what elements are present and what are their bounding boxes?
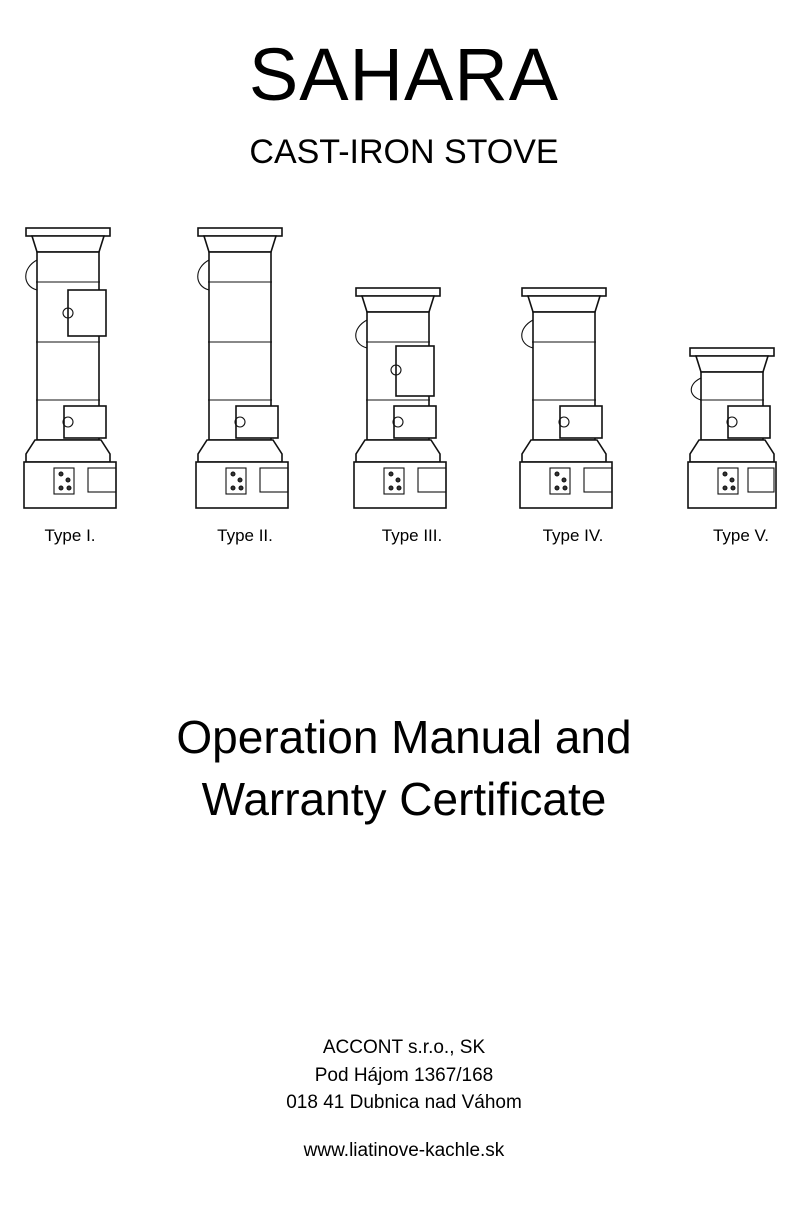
company-website-link[interactable]: www.liatinove-kachle.sk — [303, 1140, 505, 1161]
manual-heading-line-1: Operation Manual and — [176, 711, 632, 763]
manual-heading-line-2: Warranty Certificate — [201, 773, 607, 825]
stove-type-2-drawing — [195, 227, 289, 509]
document-subtitle: CAST-IRON STOVE — [249, 133, 559, 171]
stove-label-type-4: Type IV. — [542, 526, 604, 545]
stove-label-type-3: Type III. — [381, 526, 443, 545]
stove-label-type-2: Type II. — [217, 526, 273, 545]
stove-type-4-drawing — [519, 287, 613, 509]
stove-illustrations — [23, 227, 777, 509]
company-street: Pod Hájom 1367/168 — [314, 1065, 494, 1086]
company-city: 018 41 Dubnica nad Váhom — [286, 1092, 522, 1113]
stove-type-3-drawing — [353, 287, 447, 509]
stove-type-1-drawing — [23, 227, 117, 509]
document-title: SAHARA — [248, 33, 560, 116]
stove-label-type-5: Type V. — [712, 526, 770, 545]
stove-type-5-drawing — [687, 347, 777, 509]
company-name: ACCONT s.r.o., SK — [322, 1037, 486, 1058]
stove-label-type-1: Type I. — [44, 526, 96, 545]
manual-heading: Operation Manual and Warranty Certificat… — [0, 706, 808, 830]
